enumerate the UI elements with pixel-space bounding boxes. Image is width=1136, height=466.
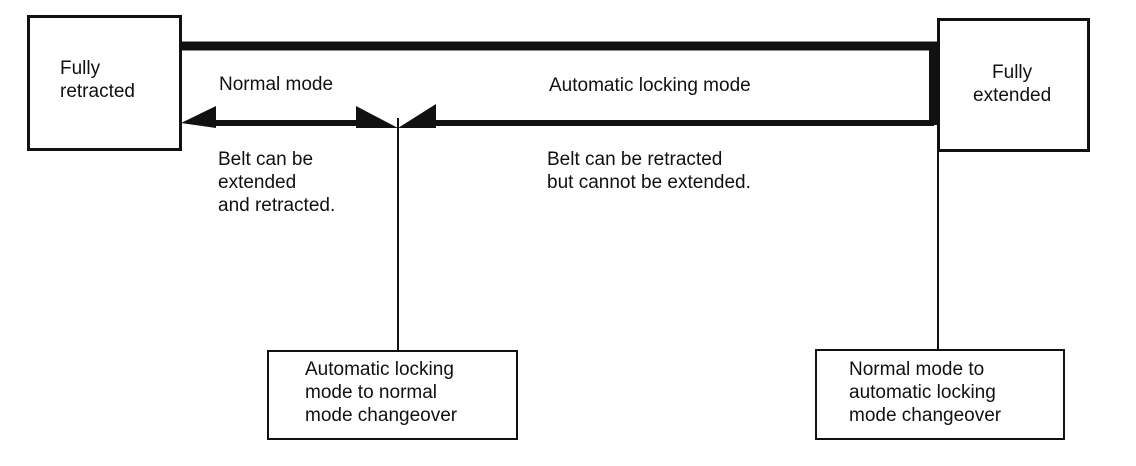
normal-mode-label: Normal mode bbox=[219, 74, 334, 95]
fully-retracted-label: Fully retracted bbox=[60, 58, 135, 102]
fully-retracted-box: Fully retracted bbox=[27, 15, 182, 151]
normal-to-alr-changeover-box: Normal mode to automatic locking mode ch… bbox=[815, 349, 1065, 440]
alr-to-normal-changeover-label: Automatic locking mode to normal mode ch… bbox=[305, 359, 458, 426]
alr-to-normal-changeover-box: Automatic locking mode to normal mode ch… bbox=[267, 350, 518, 440]
arrow-left-retracted-icon bbox=[181, 106, 216, 128]
arrow-left-changeover-icon bbox=[398, 104, 436, 128]
alr-mode-label: Automatic locking mode bbox=[549, 75, 751, 96]
fully-extended-label: Fully extended bbox=[973, 62, 1052, 106]
fully-extended-box: Fully extended bbox=[937, 18, 1090, 152]
alr-mode-description: Belt can be retracted but cannot be exte… bbox=[547, 149, 751, 193]
normal-to-alr-changeover-label: Normal mode to automatic locking mode ch… bbox=[849, 359, 1002, 426]
arrow-right-changeover-icon bbox=[356, 106, 398, 128]
normal-mode-description: Belt can be extended and retracted. bbox=[218, 149, 336, 216]
